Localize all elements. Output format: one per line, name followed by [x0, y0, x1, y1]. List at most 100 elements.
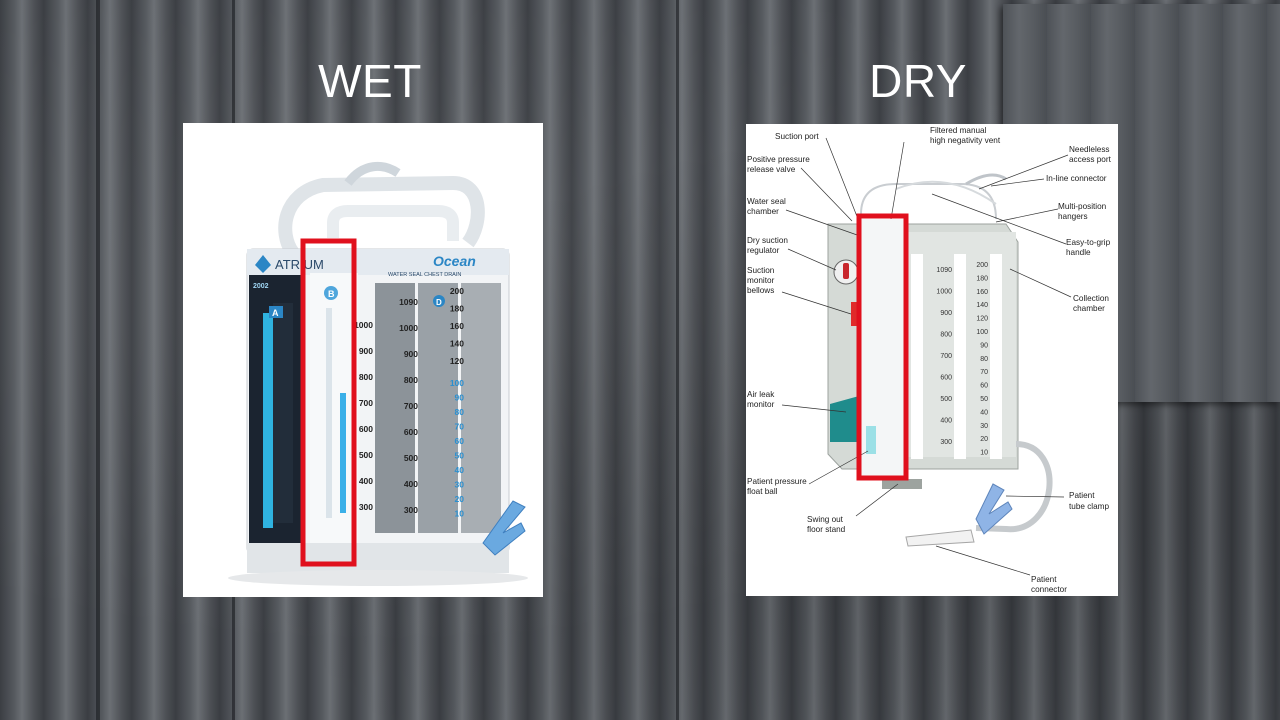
- label-collection-line1: Collection: [1073, 294, 1109, 303]
- label-air-leak-line2: monitor: [747, 400, 775, 409]
- scale-label: 120: [450, 356, 464, 366]
- float-ball-chamber: [866, 426, 876, 454]
- blue-indicator: [340, 393, 346, 513]
- header-strip: [247, 249, 509, 275]
- scale-label-blue: 70: [455, 422, 465, 432]
- label-float-ball-line2: float ball: [747, 487, 778, 496]
- scale-label: 800: [940, 332, 952, 339]
- label-filtered-vent-line2: high negativity vent: [930, 136, 1001, 145]
- subtitle-text: WATER SEAL CHEST DRAIN: [388, 272, 461, 278]
- wet-drain-illustration: ATRIUM Ocean WATER SEAL CHEST DRAIN 2002…: [228, 161, 528, 586]
- scale-label: 90: [980, 342, 988, 349]
- scale-label: 1000: [936, 289, 952, 296]
- label-tube-clamp-line2: tube clamp: [1069, 502, 1109, 511]
- label-tube-clamp-line1: Patient: [1069, 491, 1095, 500]
- scale-label: 80: [980, 356, 988, 363]
- scale-label: 160: [450, 321, 464, 331]
- atrium-logo-icon: [255, 255, 271, 273]
- label-air-leak-line1: Air leak: [747, 390, 775, 399]
- label-suction-monitor-line1: Suction: [747, 266, 775, 275]
- chamber-badge: 2002: [253, 283, 269, 290]
- chamber-b-letter: B: [328, 289, 335, 299]
- scale-label-blue: 100: [450, 378, 464, 388]
- wet-chest-drain-image: ATRIUM Ocean WATER SEAL CHEST DRAIN 2002…: [183, 123, 543, 597]
- label-dry-suction-line1: Dry suction: [747, 236, 788, 245]
- suction-bellows: [851, 302, 859, 326]
- suction-connector: [344, 161, 401, 186]
- base-shadow: [228, 570, 528, 586]
- scale-label: 50: [980, 396, 988, 403]
- scale-label: 180: [976, 275, 988, 282]
- scale-label-blue: 30: [455, 480, 465, 490]
- chamber-a-gauge: [273, 303, 293, 523]
- label-water-seal-line2: chamber: [747, 207, 779, 216]
- chamber-d-tag: [433, 295, 445, 307]
- handle: [327, 205, 459, 241]
- label-patient-connector-line2: connector: [1031, 585, 1067, 594]
- chamber-b-tag: [324, 286, 338, 300]
- collection-scale-3: [461, 283, 501, 533]
- suction-tubing: [278, 175, 485, 258]
- label-collection-line2: chamber: [1073, 304, 1105, 313]
- dry-title: DRY: [869, 55, 967, 107]
- scale-label: 700: [940, 353, 952, 360]
- scale-label: 100: [976, 329, 988, 336]
- water-seal-strip: [858, 219, 904, 476]
- hanger-outline: [895, 180, 997, 205]
- scale-strip-3: [990, 254, 1002, 459]
- blue-water-column: [263, 313, 273, 528]
- panel-seam: [96, 0, 100, 720]
- scale-label-blue: 60: [455, 436, 465, 446]
- scale-label-blue: 50: [455, 451, 465, 461]
- scale-label: 900: [404, 349, 418, 359]
- scale-label: 40: [980, 409, 988, 416]
- label-multi-position-line1: Multi-position: [1058, 202, 1107, 211]
- scale-label: 1090: [399, 297, 418, 307]
- chamber-a-tag: [269, 306, 283, 318]
- label-inline-connector: In-line connector: [1046, 174, 1107, 183]
- scale-label: 1000: [354, 320, 373, 330]
- scale-label: 800: [404, 375, 418, 385]
- model-text: Ocean: [433, 253, 476, 269]
- dial-pointer: [843, 263, 849, 279]
- chamber-d-letter: D: [436, 298, 442, 307]
- label-needleless-line2: access port: [1069, 155, 1112, 164]
- label-filtered-vent-line1: Filtered manual: [930, 126, 987, 135]
- scale-label: 900: [359, 346, 373, 356]
- patient-tube-clamp: [975, 483, 1013, 535]
- label-float-ball-line1: Patient pressure: [747, 477, 807, 486]
- label-suction-monitor-line3: bellows: [747, 286, 774, 295]
- label-easy-grip-line1: Easy-to-grip: [1066, 238, 1111, 247]
- scale-label: 500: [359, 450, 373, 460]
- label-multi-position-line2: hangers: [1058, 212, 1088, 221]
- scale-label: 60: [980, 383, 988, 390]
- scale-label: 400: [940, 418, 952, 425]
- scale-label: 160: [976, 289, 988, 296]
- scale-label: 800: [359, 372, 373, 382]
- scale-strip-2: [954, 254, 966, 459]
- scale-label: 140: [450, 339, 464, 349]
- scale-label-blue: 90: [455, 393, 465, 403]
- scale-label: 500: [940, 396, 952, 403]
- scale-label: 500: [404, 453, 418, 463]
- label-floor-stand-line2: floor stand: [807, 525, 846, 534]
- chamber-a-letter: A: [272, 308, 279, 318]
- water-seal-highlight-box: [300, 238, 357, 567]
- chamber-b-column: [310, 273, 358, 553]
- scale-label: 1000: [399, 323, 418, 333]
- label-dry-suction-line2: regulator: [747, 246, 780, 255]
- collection-scale-1: [375, 283, 415, 533]
- scale-label: 300: [940, 439, 952, 446]
- label-floor-stand-line1: Swing out: [807, 515, 844, 524]
- drain-base: [247, 543, 509, 573]
- floor-stand: [882, 479, 922, 489]
- brand-text: ATRIUM: [275, 257, 324, 272]
- scale-strip-1: [911, 254, 923, 459]
- scale-label: 600: [940, 375, 952, 382]
- wet-title: WET: [318, 55, 422, 107]
